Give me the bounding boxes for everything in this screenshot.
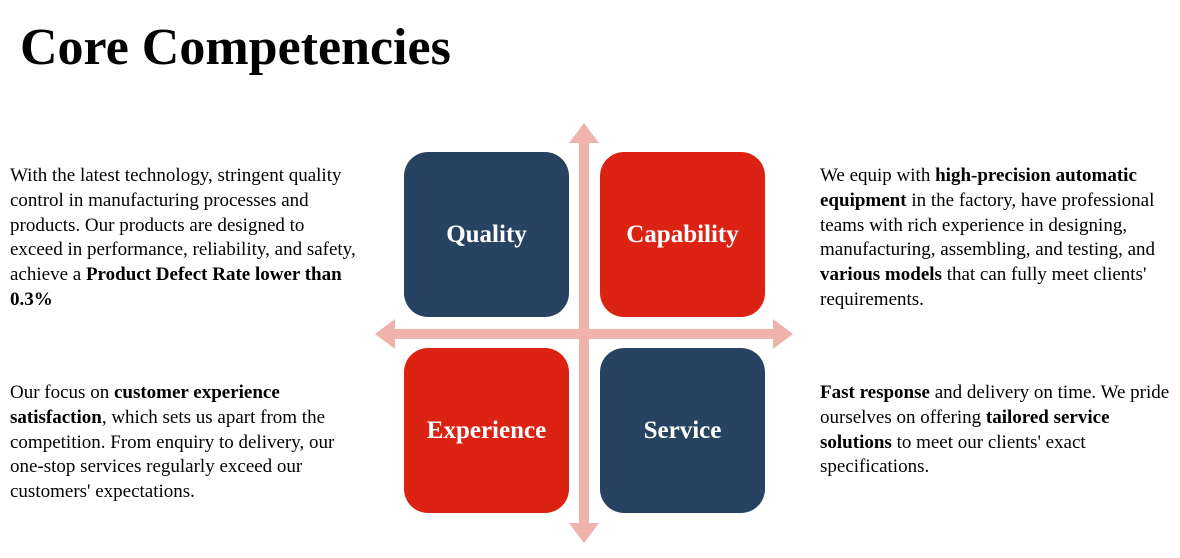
- experience-description-run: customer experience satisfaction: [10, 382, 280, 428]
- experience-description-run: , which sets us apart from the competiti…: [10, 406, 335, 503]
- arrow-head-up: [569, 123, 599, 143]
- service-description-run: tailored service solutions: [820, 406, 1110, 453]
- horizontal-arrow-shaft: [393, 329, 775, 339]
- service-label: Service: [643, 416, 722, 444]
- capability-description-run: in the factory, have professional teams …: [820, 189, 1156, 261]
- experience-description: Our focus on customer experience satisfa…: [10, 381, 360, 505]
- arrow-head-right: [773, 319, 793, 349]
- quality-description-run: With the latest technology, stringent qu…: [10, 165, 356, 286]
- service-tile: Service: [600, 348, 765, 513]
- service-description: Fast response and delivery on time. We p…: [820, 381, 1170, 480]
- page-title: Core Competencies: [20, 19, 451, 76]
- capability-tile: Capability: [600, 152, 765, 317]
- service-description-run: Fast response: [820, 382, 930, 403]
- service-description-run: and delivery on time. We pride ourselves…: [820, 382, 1170, 428]
- axis-arrows: [375, 123, 793, 543]
- quality-description: With the latest technology, stringent qu…: [10, 164, 360, 313]
- capability-description-run: various models: [820, 264, 942, 286]
- capability-description-run: that can fully meet clients' requirement…: [820, 264, 1147, 310]
- experience-tile: Experience: [404, 348, 569, 513]
- capability-label: Capability: [626, 220, 739, 248]
- horizontal-arrow: [375, 319, 793, 349]
- service-description-run: to meet our clients' exact specification…: [820, 431, 1086, 478]
- capability-description-run: high-precision automatic equipment: [820, 165, 1137, 211]
- experience-label: Experience: [426, 416, 547, 444]
- experience-description-run: Our focus on: [10, 382, 114, 403]
- quality-label: Quality: [446, 220, 527, 248]
- arrow-head-down: [569, 523, 599, 543]
- capability-description: We equip with high-precision automatic e…: [820, 164, 1170, 313]
- arrow-head-left: [375, 319, 395, 349]
- quality-description-run: Product Defect Rate lower than 0.3%: [10, 264, 342, 310]
- quality-tile: Quality: [404, 152, 569, 317]
- capability-description-run: We equip with: [820, 165, 936, 186]
